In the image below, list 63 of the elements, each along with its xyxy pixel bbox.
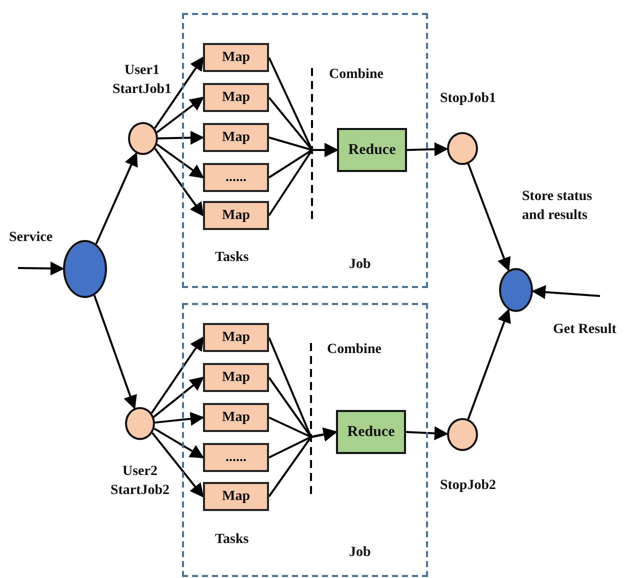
box-label: ...... [224, 448, 248, 467]
arrow [467, 163, 511, 272]
node-caption: User1 StartJob1 [111, 62, 173, 99]
arrow [18, 261, 64, 276]
arrow [406, 426, 448, 440]
job-circle [125, 407, 155, 440]
task-box [203, 83, 269, 112]
box-label: Map [221, 328, 251, 347]
job-group-frame [182, 303, 428, 577]
box-label: Map [221, 88, 251, 107]
task-box [203, 123, 269, 152]
arrow [93, 294, 137, 410]
task-box [203, 482, 269, 511]
task-box [203, 443, 269, 472]
arrow [532, 285, 600, 300]
arrow [268, 428, 338, 498]
task-box [203, 403, 269, 432]
box-label: Reduce [347, 140, 397, 160]
group-title: Job [349, 545, 371, 560]
group-label: Tasks [215, 532, 249, 548]
task-box [203, 363, 269, 392]
node-caption: User2 StartJob2 [109, 463, 171, 500]
arrow [95, 152, 138, 244]
arrow [467, 308, 511, 420]
node-caption: StopJob1 [438, 90, 498, 108]
job-group-frame [182, 13, 428, 288]
box-label: Map [221, 48, 251, 67]
task-box [203, 323, 269, 352]
reduce-box [337, 128, 407, 172]
task-box [203, 43, 269, 72]
node-caption: Store status and results [522, 188, 594, 225]
node-caption: StopJob2 [438, 477, 498, 495]
arrow [154, 148, 204, 217]
service-circle [499, 268, 533, 312]
box-label: Reduce [346, 422, 396, 442]
group-label: Combine [327, 342, 382, 358]
task-box [203, 201, 269, 230]
arrow [154, 412, 204, 426]
arrow [153, 376, 204, 418]
box-label: Map [221, 488, 251, 506]
group-label: Tasks [215, 250, 249, 266]
box-label: Map [221, 206, 251, 225]
arrow [406, 142, 448, 156]
arrow [154, 428, 204, 458]
arrow [150, 336, 204, 414]
box-label: Map [221, 408, 251, 427]
reduce-box [336, 410, 406, 454]
arrow [154, 56, 204, 129]
group-title: Job [349, 257, 371, 272]
job-circle [128, 122, 158, 155]
box-label: ...... [224, 168, 248, 187]
box-label: Map [221, 368, 251, 387]
arrow [268, 143, 338, 216]
arrow [152, 432, 204, 498]
group-label: Combine [329, 67, 384, 82]
service-circle [63, 240, 107, 298]
arrow [156, 144, 204, 178]
task-box [203, 163, 269, 192]
box-label: Map [221, 128, 251, 147]
job-circle [447, 132, 478, 165]
arrow [156, 96, 204, 134]
arrow [158, 130, 204, 145]
job-circle [447, 418, 478, 451]
